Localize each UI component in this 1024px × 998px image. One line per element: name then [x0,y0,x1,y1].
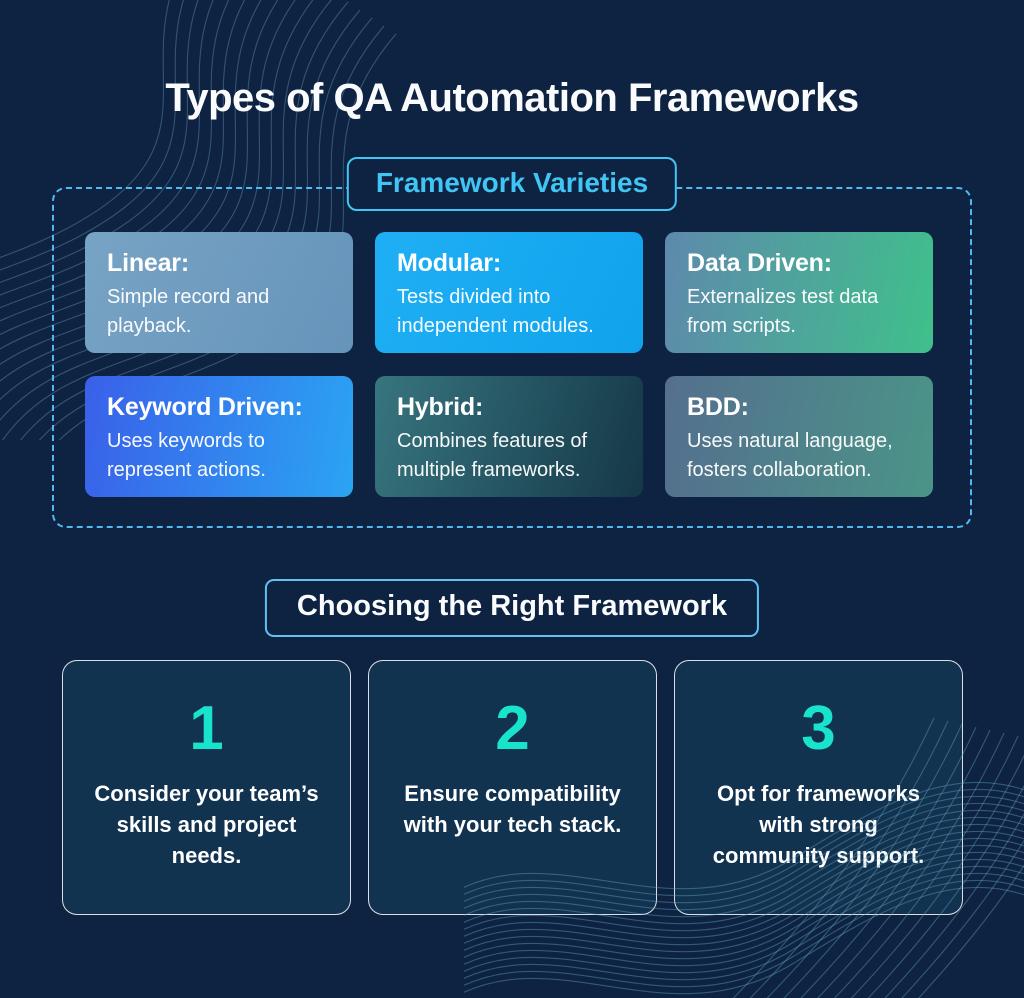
framework-varieties-heading: Framework Varieties [346,157,678,211]
framework-card-description: Simple record and playback. [107,286,270,337]
framework-card-description: Uses keywords to represent actions. [107,430,266,481]
framework-card-title: BDD: [687,393,749,421]
step-number: 2 [495,694,530,763]
framework-card-title: Hybrid: [397,393,484,421]
framework-card-description: Combines features of multiple frameworks… [397,430,588,481]
step-text: Ensure compatibility with your tech stac… [403,781,622,837]
framework-card-hybrid: Hybrid: Combines features of multiple fr… [375,376,643,497]
page-title: Types of QA Automation Frameworks [165,76,859,120]
framework-card-title: Keyword Driven: [107,393,303,421]
framework-card-description: Tests divided into independent modules. [397,286,594,337]
framework-card-modular: Modular: Tests divided into independent … [375,232,643,353]
framework-card-data-driven: Data Driven: Externalizes test data from… [665,232,933,353]
step-text: Consider your team’s skills and project … [94,781,319,868]
choosing-framework-heading: Choosing the Right Framework [264,579,760,637]
framework-card-linear: Linear: Simple record and playback. [85,232,353,353]
step-card-1: 1 Consider your team’s skills and projec… [62,660,351,915]
framework-card-title: Data Driven: [687,249,832,277]
choosing-steps-grid: 1 Consider your team’s skills and projec… [62,660,963,915]
framework-card-keyword-driven: Keyword Driven: Uses keywords to represe… [85,376,353,497]
step-card-3: 3 Opt for frameworks with strong communi… [674,660,963,915]
step-card-2: 2 Ensure compatibility with your tech st… [368,660,657,915]
framework-card-bdd: BDD: Uses natural language, fosters coll… [665,376,933,497]
framework-card-description: Uses natural language, fosters collabora… [687,430,893,481]
framework-card-description: Externalizes test data from scripts. [687,286,879,337]
framework-card-title: Modular: [397,249,501,277]
step-number: 3 [801,694,836,763]
step-text: Opt for frameworks with strong community… [712,781,925,868]
framework-card-title: Linear: [107,249,189,277]
framework-cards-grid: Linear: Simple record and playback. Modu… [85,232,933,497]
step-number: 1 [189,694,224,763]
